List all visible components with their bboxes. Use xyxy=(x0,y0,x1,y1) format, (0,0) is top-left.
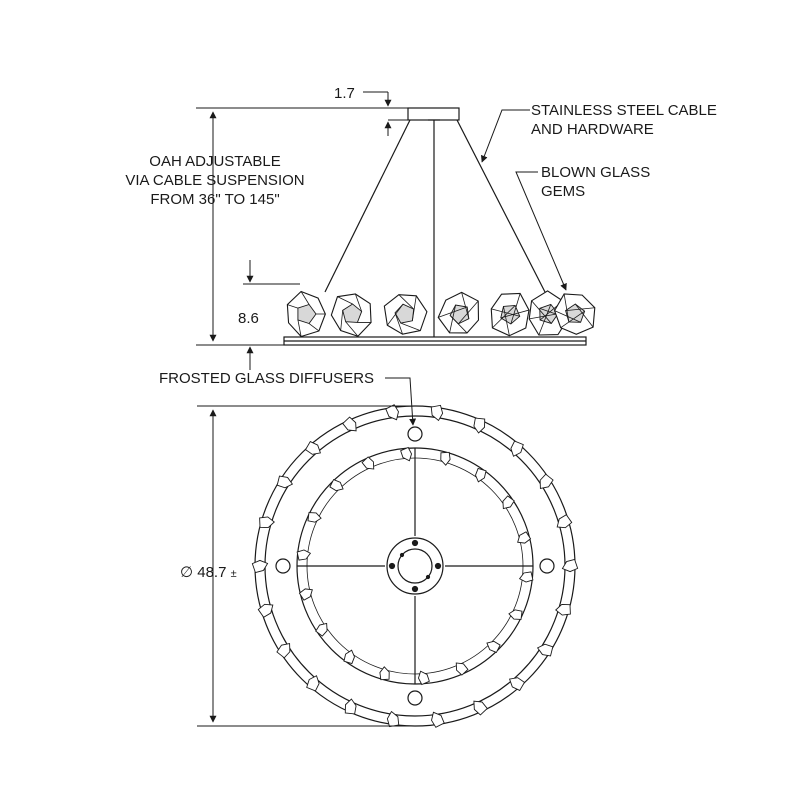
oah-dimension xyxy=(196,107,408,346)
plan-gem-inner xyxy=(296,549,312,561)
side-gem xyxy=(383,294,428,335)
diffuser-left xyxy=(275,558,291,574)
diffusers-leader xyxy=(385,377,417,426)
plan-gem-outer xyxy=(536,643,554,657)
gems-callout: BLOWN GLASS GEMS xyxy=(541,163,650,201)
plan-gem-inner xyxy=(517,531,532,544)
canopy-dimension xyxy=(363,91,408,136)
plan-gem-outer xyxy=(257,603,274,618)
cable-callout-line-1: STAINLESS STEEL CABLE xyxy=(531,102,717,119)
side-gem xyxy=(286,290,326,338)
plan-gem-inner xyxy=(455,662,469,676)
diffuser-right xyxy=(539,558,555,574)
plan-gem-outer xyxy=(473,417,486,434)
diameter-dimension xyxy=(197,405,415,727)
plan-gem-inner xyxy=(379,666,390,681)
plan-gem-inner xyxy=(400,446,413,462)
oah-callout-line-2: VIA CABLE SUSPENSION xyxy=(125,172,305,189)
diameter-value: 48.7 xyxy=(197,564,227,581)
plan-view xyxy=(251,404,579,728)
diffuser-bottom xyxy=(407,690,423,706)
plan-gem-outer xyxy=(276,642,291,659)
plan-gem-outer xyxy=(342,416,357,432)
canopy xyxy=(407,107,460,121)
side-gem xyxy=(437,291,480,334)
gems-callout-line-1: BLOWN GLASS xyxy=(541,164,651,181)
plan-gem-inner xyxy=(475,467,487,483)
plan-gem-outer xyxy=(251,559,269,574)
plan-gem-inner xyxy=(307,512,322,523)
cable-callout-line-2: AND HARDWARE xyxy=(531,121,654,138)
plan-gem-outer xyxy=(555,603,571,616)
oah-callout: OAH ADJUSTABLE VIA CABLE SUSPENSION FROM… xyxy=(110,152,320,209)
plan-gem-outer xyxy=(510,440,524,457)
plan-gem-outer xyxy=(556,514,573,529)
plan-gem-inner xyxy=(518,571,534,583)
plan-gem-outer xyxy=(344,698,357,715)
plan-gem-outer xyxy=(306,675,320,692)
plan-gem-ring xyxy=(251,404,579,728)
hub-plate xyxy=(386,537,444,595)
plan-gem-outer xyxy=(276,475,294,489)
diameter-symbol: ∅ xyxy=(180,564,194,581)
plan-gem-inner xyxy=(315,622,328,637)
plan-gem-outer xyxy=(539,473,554,490)
plan-gem-outer xyxy=(431,711,445,728)
oah-callout-line-1: OAH ADJUSTABLE xyxy=(149,153,281,170)
plan-gem-inner xyxy=(417,670,430,686)
plan-gem-outer xyxy=(386,710,400,728)
plan-gem-inner xyxy=(440,451,451,466)
fixture-height-label: 8.6 xyxy=(238,310,259,327)
canopy-height-label: 1.7 xyxy=(334,85,355,102)
diffuser-top xyxy=(407,426,423,442)
cable-callout: STAINLESS STEEL CABLE AND HARDWARE xyxy=(531,101,717,139)
hub-center xyxy=(397,548,433,584)
plan-gem-outer xyxy=(385,404,399,421)
side-gem xyxy=(553,293,596,335)
plan-gem-outer xyxy=(304,440,322,455)
plan-gem-inner xyxy=(486,640,501,654)
plan-gem-inner xyxy=(298,588,313,601)
plan-gem-outer xyxy=(259,516,275,529)
plan-gem-inner xyxy=(508,609,523,620)
side-gem xyxy=(490,292,530,337)
plan-gem-inner xyxy=(361,456,375,470)
diameter-label: ∅ 48.7 ± xyxy=(180,563,237,584)
plan-gem-outer xyxy=(430,404,444,422)
oah-callout-line-3: FROM 36" TO 145" xyxy=(150,191,280,208)
plan-gem-inner xyxy=(502,495,515,510)
gems-callout-line-2: GEMS xyxy=(541,183,586,200)
plan-gem-inner xyxy=(329,478,344,492)
diffusers-callout: FROSTED GLASS DIFFUSERS xyxy=(159,370,375,387)
cable-leader xyxy=(480,109,530,163)
side-elevation xyxy=(283,107,596,346)
diameter-tolerance: ± xyxy=(230,568,237,580)
fixture-height-dimension xyxy=(243,260,300,370)
plan-gem-inner xyxy=(343,649,355,665)
side-gem-row xyxy=(286,290,596,338)
plan-gem-outer xyxy=(473,700,488,716)
plan-gem-outer xyxy=(508,677,526,692)
side-gem xyxy=(528,290,569,336)
plan-gem-outer xyxy=(561,558,579,573)
suspension-cable-left xyxy=(324,119,411,293)
gems-leader xyxy=(515,171,567,291)
side-gem xyxy=(330,293,372,337)
suspension-cable-right xyxy=(456,119,546,293)
